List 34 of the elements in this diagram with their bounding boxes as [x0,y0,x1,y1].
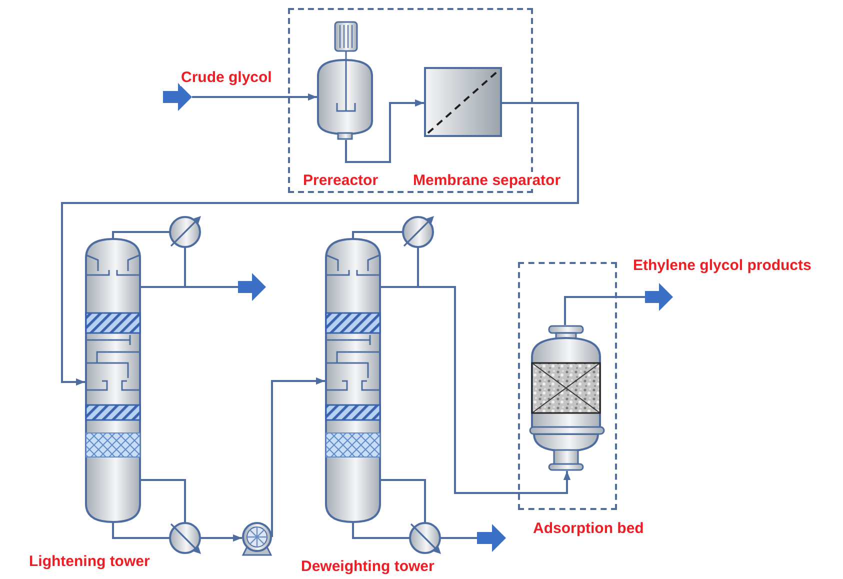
stream-label: Ethylene glycol products [632,257,812,274]
pipe-line [271,377,325,537]
pipe-line [440,537,477,539]
distillation-column [325,238,381,523]
pipe-line [192,93,317,101]
pipe-line [184,247,238,288]
distillation-column [85,238,141,523]
adsorber-vessel [529,325,605,471]
stream-label: Crude glycol [180,69,273,86]
equipment-label: Membrane separator [412,172,562,189]
equipment-label: Adsorption bed [532,520,645,537]
equipment-label: Lightening tower [28,553,151,570]
pump-symbol [242,522,272,556]
pipe-line [141,479,186,523]
dashed-boundary [518,262,617,510]
equipment-label: Deweighting tower [300,558,436,575]
heat-exchanger-symbol [167,214,203,250]
block-arrow [163,83,192,111]
pipe-line [417,247,571,494]
block-arrow [645,283,673,311]
heat-exchanger-symbol [167,520,203,556]
pipe-line [345,99,424,163]
pipe-line [352,231,403,238]
pipe-line [112,231,170,238]
reactor-vessel [317,21,373,140]
block-arrow [477,524,506,552]
pipe-line [381,479,426,523]
heat-exchanger-symbol [400,214,436,250]
pipe-line [112,523,170,539]
membrane-module [424,67,502,137]
heat-exchanger-symbol [407,520,443,556]
pipe-line [352,523,410,539]
block-arrow [238,273,266,301]
pipe-line [200,534,242,542]
